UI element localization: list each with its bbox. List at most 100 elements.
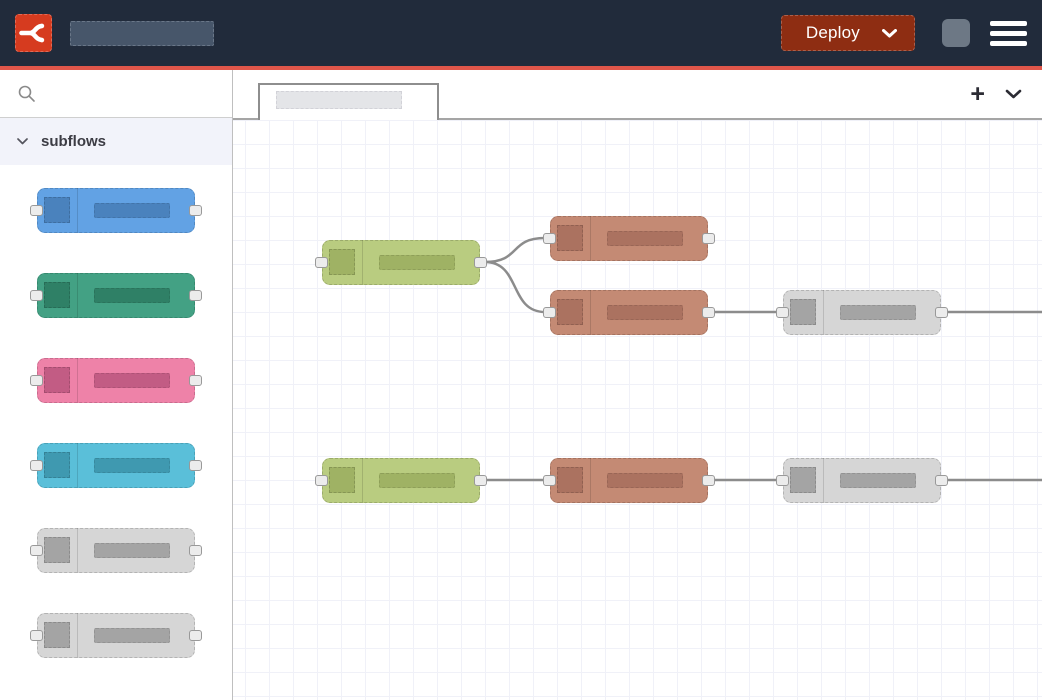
node-label-placeholder bbox=[94, 288, 170, 303]
input-port[interactable] bbox=[30, 205, 43, 216]
node-label-placeholder bbox=[607, 305, 683, 320]
olive-node-top[interactable] bbox=[315, 240, 487, 285]
olive-node-bottom[interactable] bbox=[315, 458, 487, 503]
wire-layer bbox=[484, 236, 1042, 482]
subflow-template-cyan bbox=[30, 443, 202, 488]
node-icon-section bbox=[322, 458, 363, 503]
tab-bar-actions: + bbox=[968, 70, 1024, 118]
output-port[interactable] bbox=[189, 460, 202, 471]
palette-category-label: subflows bbox=[41, 133, 107, 150]
node-icon bbox=[44, 197, 70, 223]
input-port[interactable] bbox=[30, 630, 43, 641]
subflow-template-gray-2 bbox=[30, 613, 202, 658]
output-port[interactable] bbox=[189, 545, 202, 556]
input-port[interactable] bbox=[30, 290, 43, 301]
node-icon bbox=[44, 367, 70, 393]
palette-node-subflow-template-gray-2[interactable] bbox=[30, 613, 202, 658]
header-accent-line bbox=[0, 66, 1042, 70]
node-label-placeholder bbox=[607, 473, 683, 488]
output-port[interactable] bbox=[189, 290, 202, 301]
input-port[interactable] bbox=[776, 307, 789, 318]
palette-sidebar: subflows bbox=[0, 70, 233, 700]
node-icon-section bbox=[550, 458, 591, 503]
output-port[interactable] bbox=[189, 630, 202, 641]
flow-list-button[interactable] bbox=[1003, 87, 1024, 101]
node-icon-section bbox=[37, 273, 78, 318]
salmon-node-top-1[interactable] bbox=[543, 216, 715, 261]
palette-node-subflow-template-blue[interactable] bbox=[30, 188, 202, 233]
output-port[interactable] bbox=[935, 475, 948, 486]
palette-category-subflows[interactable]: subflows bbox=[0, 118, 232, 165]
header-bar: Deploy bbox=[0, 0, 1042, 66]
header-actions: Deploy bbox=[780, 15, 1042, 51]
input-port[interactable] bbox=[543, 475, 556, 486]
node-icon-section bbox=[37, 358, 78, 403]
workspace-tab[interactable] bbox=[258, 83, 439, 120]
node-icon-section bbox=[783, 458, 824, 503]
node-red-branch-glyph bbox=[18, 23, 44, 43]
chevron-down-icon bbox=[17, 138, 28, 145]
add-flow-button[interactable]: + bbox=[970, 79, 985, 108]
output-port[interactable] bbox=[189, 375, 202, 386]
output-port[interactable] bbox=[474, 257, 487, 268]
workspace-title-placeholder bbox=[70, 20, 214, 46]
user-avatar[interactable] bbox=[942, 19, 970, 47]
node-red-logo-icon bbox=[15, 14, 52, 52]
node-label-placeholder bbox=[379, 473, 455, 488]
gray-node-bottom[interactable] bbox=[776, 458, 948, 503]
node-icon bbox=[44, 282, 70, 308]
input-port[interactable] bbox=[776, 475, 789, 486]
node-icon bbox=[44, 452, 70, 478]
input-port[interactable] bbox=[543, 233, 556, 244]
input-port[interactable] bbox=[315, 257, 328, 268]
input-port[interactable] bbox=[543, 307, 556, 318]
palette-node-subflow-template-green[interactable] bbox=[30, 273, 202, 318]
deploy-button[interactable]: Deploy bbox=[780, 15, 915, 51]
subflow-template-pink bbox=[30, 358, 202, 403]
node-label-placeholder bbox=[94, 373, 170, 388]
subflow-template-blue bbox=[30, 188, 202, 233]
palette-search[interactable] bbox=[0, 70, 232, 118]
salmon-node-top-2[interactable] bbox=[543, 290, 715, 335]
search-icon bbox=[18, 85, 35, 102]
node-label-placeholder bbox=[94, 628, 170, 643]
deploy-dropdown-chevron-icon[interactable] bbox=[882, 28, 897, 38]
output-port[interactable] bbox=[702, 475, 715, 486]
wire-n1-n2[interactable] bbox=[484, 236, 546, 264]
palette-node-subflow-template-gray[interactable] bbox=[30, 528, 202, 573]
node-label-placeholder bbox=[94, 458, 170, 473]
input-port[interactable] bbox=[30, 375, 43, 386]
gray-node-top[interactable] bbox=[776, 290, 948, 335]
wire-n1-n3[interactable] bbox=[484, 260, 546, 314]
node-icon-section bbox=[37, 613, 78, 658]
node-icon bbox=[790, 467, 816, 493]
input-port[interactable] bbox=[30, 460, 43, 471]
node-icon bbox=[329, 249, 355, 275]
workspace-tab-bar: + bbox=[233, 70, 1042, 120]
output-port[interactable] bbox=[935, 307, 948, 318]
input-port[interactable] bbox=[30, 545, 43, 556]
palette-node-list bbox=[0, 165, 232, 658]
node-icon-section bbox=[37, 528, 78, 573]
palette-node-subflow-template-cyan[interactable] bbox=[30, 443, 202, 488]
canvas-grid[interactable] bbox=[233, 120, 1042, 700]
main-menu-button[interactable] bbox=[990, 20, 1027, 46]
node-icon bbox=[557, 299, 583, 325]
output-port[interactable] bbox=[702, 307, 715, 318]
output-port[interactable] bbox=[702, 233, 715, 244]
node-icon bbox=[557, 225, 583, 251]
palette-node-subflow-template-pink[interactable] bbox=[30, 358, 202, 403]
deploy-button-label: Deploy bbox=[805, 23, 860, 42]
chevron-down-icon bbox=[1005, 89, 1022, 99]
node-icon-section bbox=[783, 290, 824, 335]
node-label-placeholder bbox=[840, 473, 916, 488]
output-port[interactable] bbox=[189, 205, 202, 216]
output-port[interactable] bbox=[474, 475, 487, 486]
node-icon bbox=[557, 467, 583, 493]
input-port[interactable] bbox=[315, 475, 328, 486]
node-label-placeholder bbox=[607, 231, 683, 246]
node-icon bbox=[44, 622, 70, 648]
node-label-placeholder bbox=[840, 305, 916, 320]
salmon-node-bottom[interactable] bbox=[543, 458, 715, 503]
subflow-template-gray bbox=[30, 528, 202, 573]
